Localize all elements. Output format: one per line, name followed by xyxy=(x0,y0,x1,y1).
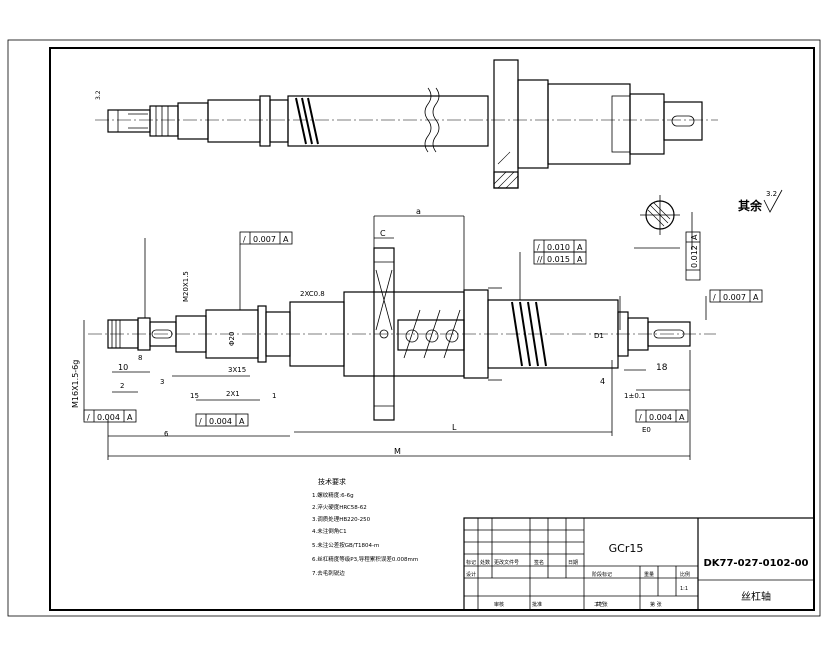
notes-heading: 技术要求 xyxy=(318,477,346,486)
title-drawing-number: DK77-027-0102-00 xyxy=(703,558,808,569)
tol-5-value: 0.007 xyxy=(723,293,746,302)
top-assembly-view: 3.2 xyxy=(95,59,718,189)
tol-6-datum: A xyxy=(577,243,583,252)
note-4: 4.未注倒角C1 xyxy=(312,527,347,535)
title-material: GCr15 xyxy=(609,542,644,555)
dim-18: 18 xyxy=(656,363,668,373)
note-6: 6.丝杠精度等级P3,导程累积误差0.008mm xyxy=(312,555,418,563)
svg-text:/: / xyxy=(537,243,540,252)
svg-text:/: / xyxy=(243,235,246,244)
dim-a: a xyxy=(416,207,421,216)
title-scale: 比例 xyxy=(680,571,690,578)
tol-frame-7: // 0.015 A xyxy=(533,251,587,265)
tol-1-datum: A xyxy=(283,235,289,244)
tol-frame-1: / 0.007 A xyxy=(239,231,293,245)
title-stage: 阶段标记 xyxy=(592,571,612,578)
dim-15: 15 xyxy=(190,392,199,400)
note-1: 1.螺纹精度:6-6g xyxy=(312,491,354,499)
tol-frame-6: / 0.010 A xyxy=(533,239,587,253)
title-process: 工艺 xyxy=(594,602,604,608)
svg-text:3.2: 3.2 xyxy=(95,90,102,100)
dim-2x1: 2X1 xyxy=(226,390,240,398)
title-scale-value: 1:1 xyxy=(680,586,688,592)
tol-3-datum: A xyxy=(239,417,245,426)
title-row-mark: 标记 xyxy=(466,559,476,566)
note-3: 3.调质处理HB220-250 xyxy=(312,515,371,523)
note-5: 5.未注公差按GB/T1804-m xyxy=(312,541,379,549)
tol-2-datum: A xyxy=(127,413,133,422)
title-row-date: 日期 xyxy=(568,560,578,566)
dim-d1: D1 xyxy=(594,332,604,340)
dimension-texts: M16X1.5-6g L M C a 18 10 4 8 15 3 2 3X15… xyxy=(71,207,668,456)
title-weight: 重量 xyxy=(644,571,654,578)
dim-6: 6 xyxy=(164,430,169,438)
tol-frame-3: / 0.004 A xyxy=(195,413,249,427)
dim-phi: Φ20 xyxy=(228,332,236,346)
dim-3x15: 3X15 xyxy=(228,366,246,374)
tol-4-value: 0.004 xyxy=(649,413,672,422)
title-row-change: 更改文件号 xyxy=(494,559,519,566)
tol-4-datum: A xyxy=(679,413,685,422)
svg-text:/: / xyxy=(87,413,90,422)
roughness-other: 其余 3.2 xyxy=(738,189,783,213)
roughness-value: 3.2 xyxy=(766,190,777,198)
dim-2: 2 xyxy=(120,382,124,390)
tol-6-value: 0.010 xyxy=(547,243,570,252)
tol-frame-5: / 0.007 A xyxy=(709,289,763,303)
tol-1-value: 0.007 xyxy=(253,235,276,244)
dim-4: 4 xyxy=(600,377,605,386)
title-review: 审核 xyxy=(494,601,504,608)
thread-spec: M16X1.5-6g xyxy=(71,360,80,408)
svg-text://: // xyxy=(537,255,543,264)
roughness-other-label: 其余 xyxy=(738,198,763,213)
svg-text:/: / xyxy=(199,417,202,426)
svg-text:/: / xyxy=(713,293,716,302)
title-row-count: 处数 xyxy=(480,559,490,566)
note-2: 2.淬火硬度HRC58-62 xyxy=(312,503,367,511)
dim-m20: M20X1.5 xyxy=(182,271,190,302)
title-sheet: 共 张 xyxy=(596,601,608,608)
dim-l: L xyxy=(452,423,457,432)
title-approve: 批准 xyxy=(532,601,542,608)
tol-5-datum: A xyxy=(753,293,759,302)
dim-8: 8 xyxy=(138,354,142,362)
tol-7-datum: A xyxy=(577,255,583,264)
tol-frame-2: / 0.004 A xyxy=(83,409,137,423)
title-design: 设计 xyxy=(466,571,476,578)
title-sheet-of: 第 张 xyxy=(650,601,662,608)
title-row-sign: 签名 xyxy=(534,559,544,566)
dim-m: M xyxy=(394,447,401,456)
tol-7-value: 0.015 xyxy=(547,255,570,264)
title-drawing-name: 丝杠轴 xyxy=(741,590,771,603)
dim-1pm: 1±0.1 xyxy=(624,392,645,400)
tol-8-datum: A xyxy=(690,234,699,240)
roughness-symbol-icon xyxy=(763,189,783,213)
dim-10: 10 xyxy=(118,363,128,372)
dim-c: C xyxy=(380,229,386,238)
tol-3-value: 0.004 xyxy=(209,417,232,426)
dim-3: 3 xyxy=(160,378,164,386)
tol-frame-4: / 0.004 A xyxy=(635,409,689,423)
inner-border xyxy=(49,47,815,611)
dimension-lines xyxy=(83,212,707,460)
note-7: 7.去毛刺锐边 xyxy=(312,569,345,577)
technical-notes: 技术要求 1.螺纹精度:6-6g 2.淬火硬度HRC58-62 3.调质处理HB… xyxy=(312,477,418,577)
dim-e: E0 xyxy=(642,426,651,434)
svg-text:/: / xyxy=(639,413,642,422)
dim-2xc: 2XC0.8 xyxy=(300,290,325,298)
dim-1: 1 xyxy=(272,392,276,400)
tol-8-value: 0.012 xyxy=(690,245,699,268)
outer-border xyxy=(7,39,821,617)
tol-frame-8: 0.012 A xyxy=(685,231,701,281)
tol-2-value: 0.004 xyxy=(97,413,120,422)
main-shaft-view xyxy=(88,195,716,421)
title-block: GCr15 DK77-027-0102-00 丝杠轴 标记 处数 更改文件号 签… xyxy=(463,517,815,611)
